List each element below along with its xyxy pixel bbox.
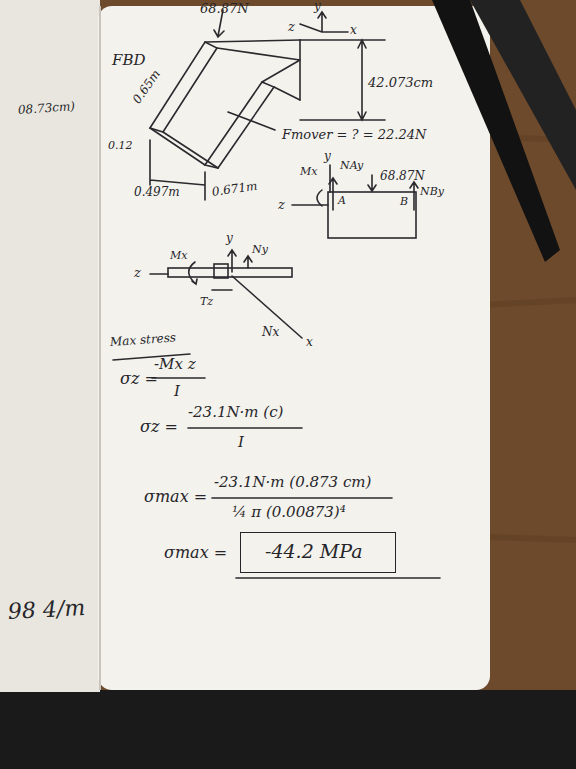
- handwritten-label: z: [278, 198, 285, 212]
- handwritten-label: y: [324, 150, 331, 163]
- handwritten-label: z: [134, 266, 141, 280]
- handwritten-label: Tz: [200, 296, 213, 308]
- handwritten-label: y: [314, 0, 321, 13]
- handwritten-label: x: [350, 24, 357, 37]
- handwritten-label: FBD: [112, 52, 145, 69]
- handwritten-label: z: [288, 20, 295, 34]
- handwritten-label: 68.87N: [380, 170, 425, 183]
- handwritten-label: NBy: [420, 186, 444, 198]
- answer-box: -44.2 MPa: [240, 532, 396, 573]
- handwritten-label: Nx: [262, 326, 279, 339]
- handwritten-label: Mx: [170, 250, 187, 262]
- handwritten-label: 0.497m: [134, 186, 180, 199]
- handwritten-label: σmax =: [164, 544, 227, 562]
- handwritten-label: y: [226, 232, 233, 245]
- handwritten-label: NAy: [340, 160, 363, 172]
- handwritten-label: I: [174, 383, 180, 400]
- handwritten-label: 98 4/m: [7, 596, 85, 624]
- handwritten-label: -Mx z: [154, 356, 196, 373]
- handwritten-label: A: [338, 195, 346, 207]
- handwritten-label: σz =: [120, 370, 158, 388]
- handwritten-label: Mx: [300, 166, 317, 178]
- handwritten-label: Fmover = ? = 22.24N: [282, 128, 426, 142]
- handwritten-label: B: [400, 196, 408, 208]
- handwritten-label: σmax =: [144, 488, 207, 506]
- handwritten-label: σz =: [140, 418, 178, 436]
- handwritten-label: ¼ π (0.00873)⁴: [232, 504, 346, 521]
- handwritten-label: 42.073cm: [368, 76, 433, 90]
- handwritten-label: 68.87N: [200, 2, 249, 16]
- handwritten-label: 0.12: [108, 140, 133, 152]
- handwritten-label: I: [238, 434, 244, 451]
- answer-text: -44.2 MPa: [265, 541, 365, 562]
- handwritten-label: x: [306, 336, 313, 349]
- handwritten-label: Ny: [252, 244, 268, 256]
- handwritten-label: -23.1N·m (0.873 cm): [214, 474, 371, 491]
- handwritten-label: -23.1N·m (c): [188, 404, 283, 421]
